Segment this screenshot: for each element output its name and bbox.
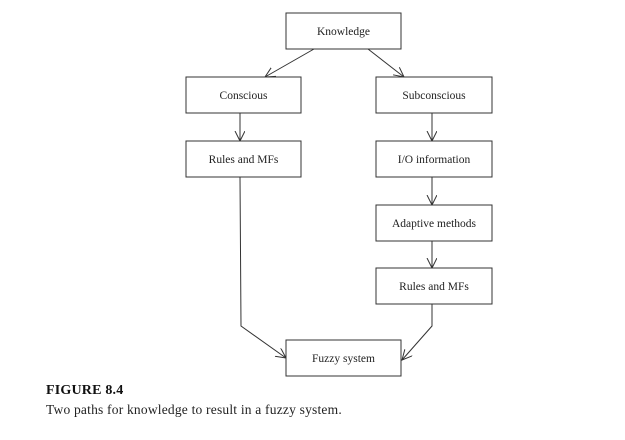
node-subconscious-label: Subconscious xyxy=(402,90,466,102)
node-fuzzy-system: Fuzzy system xyxy=(285,339,402,377)
node-rules-right-label: Rules and MFs xyxy=(399,281,469,293)
node-knowledge-label: Knowledge xyxy=(317,26,370,38)
node-adaptive-methods: Adaptive methods xyxy=(375,204,493,242)
node-conscious-label: Conscious xyxy=(220,90,268,102)
node-fuzzy-system-label: Fuzzy system xyxy=(312,353,375,365)
node-subconscious: Subconscious xyxy=(375,76,493,114)
node-io-information: I/O information xyxy=(375,140,493,178)
figure-caption-text: Two paths for knowledge to result in a f… xyxy=(46,402,342,417)
edge-rules-right-to-fuzzy-system xyxy=(402,304,433,360)
node-io-information-label: I/O information xyxy=(398,154,471,166)
node-knowledge: Knowledge xyxy=(285,12,402,50)
edge-rules-left-to-fuzzy-system xyxy=(239,176,286,358)
figure-caption-title: FIGURE 8.4 xyxy=(46,383,124,398)
node-rules-right: Rules and MFs xyxy=(375,267,493,305)
node-adaptive-methods-label: Adaptive methods xyxy=(392,218,477,230)
node-rules-left-label: Rules and MFs xyxy=(209,154,279,166)
edge-knowledge-to-conscious xyxy=(265,48,315,77)
node-rules-left: Rules and MFs xyxy=(185,140,302,178)
edge-knowledge-to-subconscious xyxy=(367,48,404,77)
node-conscious: Conscious xyxy=(185,76,302,114)
